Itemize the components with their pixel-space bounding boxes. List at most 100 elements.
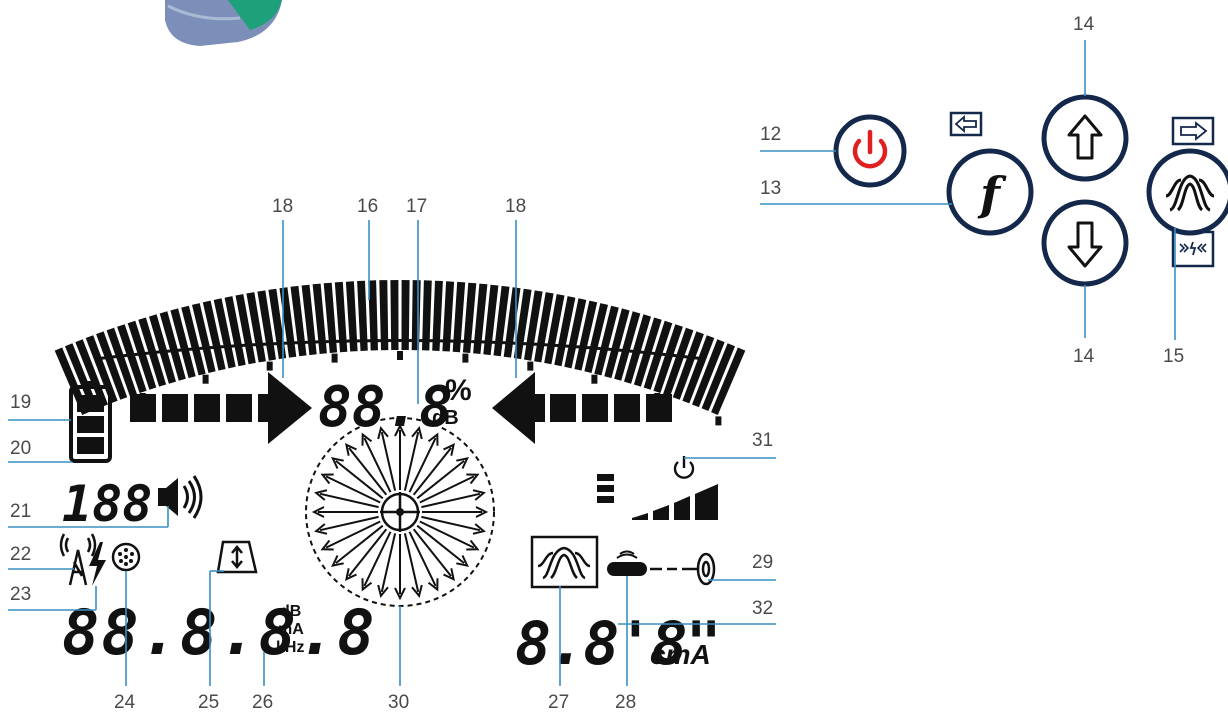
compass-ray: [419, 520, 475, 549]
function-key[interactable]: f: [946, 111, 1034, 236]
compass-arrowhead: [472, 523, 486, 535]
callout-22: 22: [10, 544, 31, 565]
compass-arrowhead: [320, 473, 334, 485]
power-icon: [852, 129, 888, 169]
right-arrow-icon: [1180, 121, 1208, 141]
bargraph-segment: [513, 288, 532, 360]
bargraph-segment: [643, 320, 673, 390]
depth-readout: 8.8'8": [515, 609, 720, 679]
compass-ray: [380, 431, 397, 491]
compass-ray: [319, 492, 379, 509]
bargraph-segment: [213, 298, 236, 369]
signal-strength-icon: [597, 474, 718, 520]
left-arrow-icon: [954, 115, 977, 133]
compass-arrowhead: [331, 457, 344, 469]
compass-arrowhead: [456, 457, 469, 469]
compass-ray: [335, 460, 384, 500]
compass-arrowhead: [394, 423, 406, 437]
bargraph-segment: [202, 300, 226, 371]
bargraph-segment: [401, 280, 410, 350]
volume-readout: 188: [62, 475, 152, 533]
compass-arrowhead: [475, 506, 489, 518]
bargraph-segment: [442, 281, 455, 352]
compass-arrowhead: [427, 578, 439, 592]
callout-31: 31: [752, 430, 773, 451]
bargraph-segment: [544, 294, 565, 365]
callout-29: 29: [752, 552, 773, 573]
callout-17: 17: [406, 196, 427, 217]
up-key[interactable]: [1041, 94, 1129, 182]
bargraph-tick: [397, 351, 403, 360]
lcd-display: 88.8 % dB 188: [54, 280, 746, 679]
unit-khz: kHz: [276, 639, 304, 656]
keypad-leaders: [760, 40, 1176, 340]
bargraph-segment: [75, 339, 108, 408]
antenna-mode-key[interactable]: [1146, 116, 1228, 268]
bargraph-tick: [462, 353, 469, 363]
compass-icon: [305, 417, 495, 607]
callout-19: 19: [10, 392, 31, 413]
bargraph-segment: [390, 280, 399, 350]
callout-18-left: 18: [272, 196, 293, 217]
compass-arrowhead: [320, 539, 334, 551]
bargraph-segment: [554, 296, 576, 367]
bargraph-segment: [235, 294, 256, 365]
bargraph-segment: [701, 343, 735, 411]
down-arrow-icon: [1067, 221, 1103, 268]
bargraph-tick: [202, 374, 209, 384]
bargraph-segment: [692, 339, 725, 408]
bargraph-segment: [682, 335, 715, 404]
compass-arrowhead: [377, 426, 389, 440]
bargraph-segment: [312, 283, 327, 354]
callout-20: 20: [10, 438, 31, 459]
compass-ray: [408, 437, 437, 493]
bargraph-tick: [266, 361, 273, 371]
compass-ray: [412, 447, 452, 496]
callout-21: 21: [10, 501, 31, 522]
compass-arrowhead: [361, 578, 373, 592]
bargraph-segment: [159, 311, 186, 381]
down-key[interactable]: [1041, 199, 1129, 287]
bargraph-segment: [106, 327, 137, 397]
bargraph-segment: [357, 280, 368, 351]
power-key[interactable]: [833, 114, 907, 188]
radio-icon: [59, 533, 97, 586]
bargraph-segment: [653, 324, 683, 393]
keypad: f: [833, 94, 1228, 287]
compass-arrowhead: [427, 432, 439, 446]
compass-arrowhead: [411, 584, 423, 598]
compass-ray: [380, 533, 397, 593]
bargraph-segment: [711, 347, 746, 415]
bargraph-segment: [379, 280, 389, 351]
bargraph-segment: [181, 305, 206, 376]
bargraph-segment: [224, 296, 246, 367]
compass-ray: [319, 515, 379, 532]
callout-14-top: 14: [1073, 14, 1095, 35]
compass-arrowhead: [314, 489, 328, 501]
bargraph-segment: [574, 300, 598, 371]
bargraph-segment: [170, 308, 196, 379]
compass-arrowhead: [466, 539, 480, 551]
bargraph-segment: [584, 303, 608, 373]
standby-power-icon: [673, 456, 695, 479]
compass-arrowhead: [443, 443, 455, 456]
compass-ray: [416, 524, 465, 564]
compass-ray: [419, 475, 475, 504]
bargraph-segment: [268, 288, 287, 360]
callout-18-right: 18: [505, 196, 526, 217]
bargraph-scale-line: [94, 339, 706, 361]
compass-ray: [335, 524, 384, 564]
compass-arrowhead: [311, 506, 325, 518]
compass-ray: [412, 528, 452, 577]
bargraph-segment: [422, 280, 432, 351]
bargraph-segment: [672, 331, 704, 400]
right-steering-arrow: [492, 372, 672, 444]
callout-23: 23: [10, 584, 31, 605]
callout-32: 32: [752, 598, 773, 619]
depth-unit: cmA: [650, 639, 711, 670]
callout-24: 24: [114, 692, 136, 713]
speaker-icon: [158, 475, 203, 519]
sonde-icon: [607, 550, 647, 576]
antenna-mode-icon: [1165, 174, 1215, 212]
